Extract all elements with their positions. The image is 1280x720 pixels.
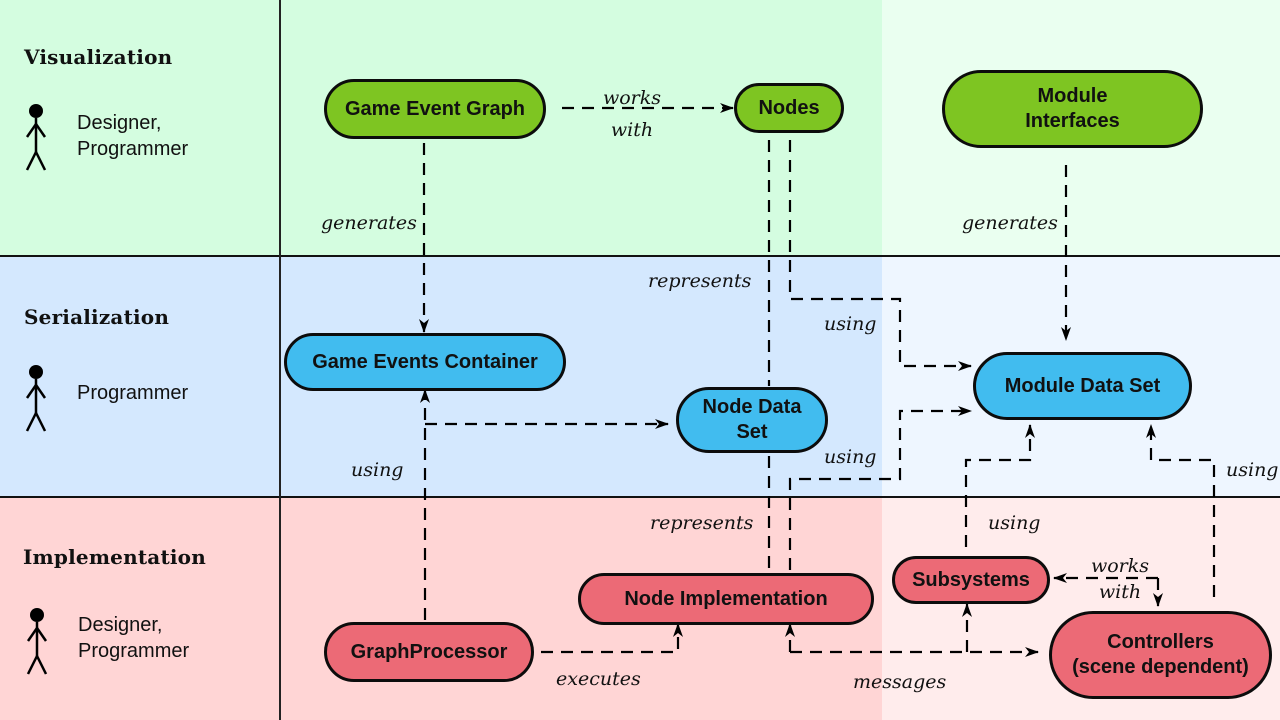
edge-using-impl-moduledata [788, 406, 972, 570]
lane-implementation [0, 497, 1280, 720]
node-game-events-container[interactable]: Game Events Container [284, 333, 566, 391]
node-subsystems[interactable]: Subsystems [892, 556, 1050, 604]
edge-using-subsystems-moduledata [964, 424, 1035, 547]
actor-icon [26, 608, 48, 675]
edge-label-executes: executes [556, 668, 641, 690]
lane-title-visualization: Visualization [24, 45, 173, 69]
edge-label-generates: generates [321, 212, 417, 234]
lane-title-implementation: Implementation [23, 545, 206, 569]
node-controllers[interactable]: Controllers (scene dependent) [1049, 611, 1272, 699]
lane-roles-visualization: Designer, Programmer [77, 112, 189, 160]
lane-serialization [0, 256, 1280, 497]
edge-label-using: using [1226, 459, 1279, 481]
edge-label-using: using [988, 512, 1041, 534]
edge-label-using: using [824, 313, 877, 335]
lane-divider [0, 255, 1280, 257]
header-column-divider [279, 0, 281, 720]
edge-label-using: using [351, 459, 404, 481]
lane-title-serialization: Serialization [24, 305, 170, 329]
edge-using-controllers-moduledata [1146, 424, 1216, 597]
edge-label-works-with: works with [602, 87, 662, 141]
edge-label-represents: represents [650, 512, 754, 534]
node-module-data-set[interactable]: Module Data Set [973, 352, 1192, 420]
lane-roles-serialization: Programmer [77, 382, 189, 404]
node-module-interfaces[interactable]: Module Interfaces [942, 70, 1203, 148]
edge-label-messages: messages [853, 671, 947, 693]
edge-label-represents: represents [648, 270, 752, 292]
node-nodes[interactable]: Nodes [734, 83, 844, 133]
node-node-implementation[interactable]: Node Implementation [578, 573, 874, 625]
actor-icon [25, 104, 47, 171]
edge-label-using: using [824, 446, 877, 468]
lane-roles-implementation: Designer, Programmer [78, 614, 190, 662]
node-game-event-graph[interactable]: Game Event Graph [324, 79, 546, 139]
edge-label-works-with: works with [1090, 555, 1150, 603]
actor-icon [25, 365, 47, 432]
edge-executes-processor-impl [541, 623, 683, 654]
edge-label-generates: generates [962, 212, 1058, 234]
node-graph-processor[interactable]: GraphProcessor [324, 622, 534, 682]
lane-divider [0, 496, 1280, 498]
edge-using-nodes-moduledata [788, 140, 972, 371]
node-node-data-set[interactable]: Node Data Set [676, 387, 828, 453]
